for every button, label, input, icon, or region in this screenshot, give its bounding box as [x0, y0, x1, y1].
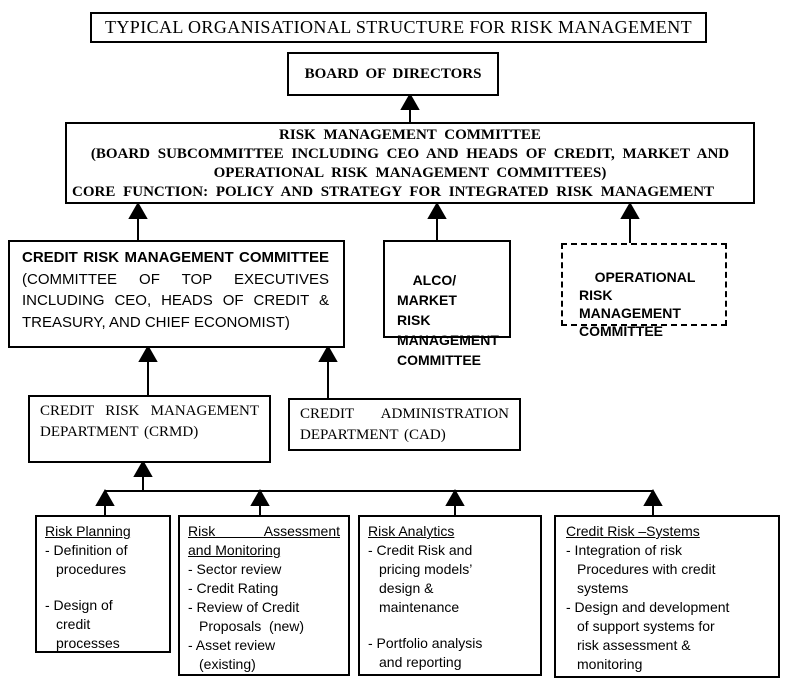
list-item: - Credit Risk and pricing models’ design…	[368, 542, 473, 615]
credit-risk-committee-detail: (COMMITTEE OF TOP EXECUTIVES INCLUDING C…	[22, 270, 329, 331]
operational-risk-committee-box: OPERATIONAL RISK MANAGEMENT COMMITTEE	[561, 243, 727, 339]
risk-planning-header: Risk Planning	[45, 523, 131, 539]
arrow-fn-planning-to-bus	[95, 488, 115, 515]
function-box-risk-planning: Risk Planning - Definition of procedures…	[35, 515, 171, 653]
arrow-rmc-to-board	[400, 92, 420, 122]
board-of-directors-label: BOARD OF DIRECTORS	[304, 65, 482, 82]
board-of-directors-box: BOARD OF DIRECTORS	[287, 52, 499, 96]
list-item: - Design of credit processes	[45, 597, 120, 651]
arrow-orm-to-rmc	[620, 201, 640, 243]
cad-label: CREDIT ADMINISTRATION DEPARTMENT (CAD)	[300, 406, 509, 443]
risk-assessment-header-line-1: Risk Assessment	[188, 523, 340, 539]
risk-assessment-header: Risk Assessment and Monitoring	[188, 522, 340, 560]
list-item: - Portfolio analysis and reporting	[368, 635, 483, 670]
list-item: - Integration of risk Procedures with cr…	[566, 542, 716, 596]
list-item: - Asset review (existing)	[188, 637, 276, 672]
arrow-fn-analytics-to-bus	[445, 488, 465, 515]
risk-management-committee-box: RISK MANAGEMENT COMMITTEE (BOARD SUBCOMM…	[65, 122, 755, 204]
alco-market-risk-committee-label: ALCO/ MARKET RISK MANAGEMENT COMMITTEE	[397, 272, 499, 368]
cad-box: CREDIT ADMINISTRATION DEPARTMENT (CAD)	[288, 398, 521, 451]
credit-risk-management-committee-box: CREDIT RISK MANAGEMENT COMMITTEE (COMMIT…	[8, 240, 345, 348]
function-box-risk-analytics: Risk Analytics - Credit Risk and pricing…	[358, 515, 542, 676]
arrow-fn-systems-to-bus	[643, 488, 663, 515]
arrow-bus-to-crmd	[133, 459, 153, 491]
list-item: - Design and development of support syst…	[566, 599, 730, 672]
risk-assessment-header-line-2: and Monitoring	[188, 542, 281, 558]
list-item: - Credit Rating	[188, 580, 279, 596]
risk-analytics-header: Risk Analytics	[368, 523, 455, 539]
rmc-title: RISK MANAGEMENT COMMITTEE	[279, 127, 541, 143]
crmd-box: CREDIT RISK MANAGEMENT DEPARTMENT (CRMD)	[28, 395, 271, 463]
operational-risk-committee-label: OPERATIONAL RISK MANAGEMENT COMMITTEE	[579, 269, 696, 339]
credit-risk-systems-header: Credit Risk –Systems	[566, 523, 700, 539]
arrow-crc-to-rmc	[128, 201, 148, 240]
arrow-alco-to-rmc	[427, 201, 447, 240]
arrow-cad-to-crc	[318, 344, 338, 398]
arrow-crmd-to-crc	[138, 344, 158, 395]
rmc-subcommittee-line-2: OPERATIONAL RISK MANAGEMENT COMMITTEES)	[213, 165, 607, 181]
rmc-subcommittee-line-1: (BOARD SUBCOMMITTEE INCLUDING CEO AND HE…	[90, 146, 730, 162]
chart-title: TYPICAL ORGANISATIONAL STRUCTURE FOR RIS…	[105, 17, 692, 37]
list-item: - Review of Credit Proposals (new)	[188, 599, 305, 634]
arrow-fn-assessment-to-bus	[250, 488, 270, 515]
list-item: - Definition of procedures	[45, 542, 128, 577]
function-box-risk-assessment-monitoring: Risk Assessment and Monitoring - Sector …	[178, 515, 350, 676]
alco-market-risk-committee-box: ALCO/ MARKET RISK MANAGEMENT COMMITTEE	[383, 240, 511, 368]
rmc-core-function: CORE FUNCTION: POLICY AND STRATEGY FOR I…	[72, 184, 715, 200]
function-box-credit-risk-systems: Credit Risk –Systems - Integration of ri…	[554, 515, 780, 678]
list-item: - Sector review	[188, 561, 282, 577]
chart-title-box: TYPICAL ORGANISATIONAL STRUCTURE FOR RIS…	[90, 12, 707, 43]
crmd-label: CREDIT RISK MANAGEMENT DEPARTMENT (CRMD)	[40, 403, 259, 440]
credit-risk-committee-title: CREDIT RISK MANAGEMENT COMMITTEE	[22, 249, 329, 266]
